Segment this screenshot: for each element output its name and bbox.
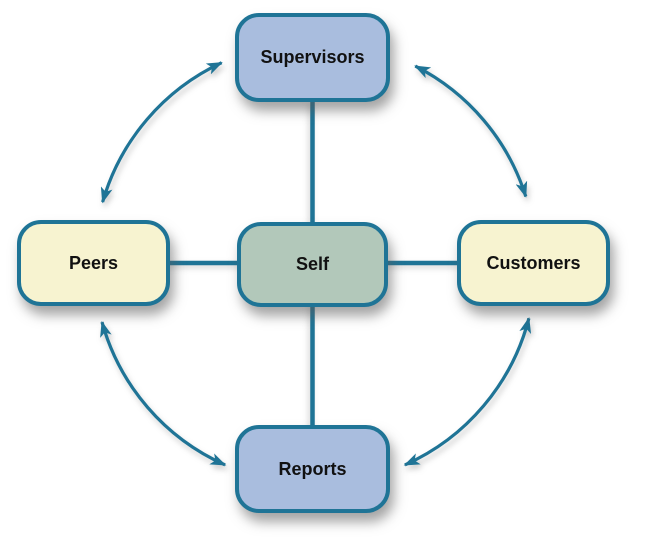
node-customers-label: Customers [486, 252, 581, 273]
arc-arrow-reports-peers [100, 320, 227, 467]
node-self: Self [237, 222, 388, 307]
node-supervisors-label: Supervisors [260, 47, 365, 67]
node-customers: Customers [457, 220, 610, 306]
node-reports: Reports [235, 425, 390, 513]
node-peers: Peers [17, 220, 170, 306]
arc-arrow-supervisors-customers [414, 64, 528, 198]
arc-arrow-customers-reports [403, 317, 532, 467]
node-peers-label: Peers [68, 252, 119, 273]
arc-arrow-peers-supervisors [100, 61, 223, 204]
spoke-lines [166, 100, 461, 429]
node-supervisors: Supervisors [235, 13, 390, 102]
node-reports-label: Reports [278, 458, 347, 479]
circular-arrows [100, 61, 532, 467]
node-self-label: Self [295, 254, 329, 274]
